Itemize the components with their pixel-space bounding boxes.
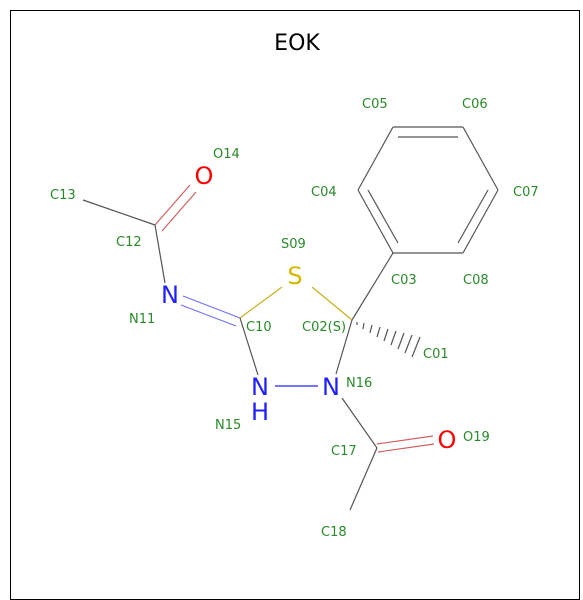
bond-c02-s09 — [311, 286, 353, 321]
label-c07: C07 — [513, 185, 539, 200]
label-n15: N15 — [215, 418, 241, 433]
label-n16: N16 — [346, 376, 372, 391]
molecule-diagram: EOK — [50, 31, 539, 540]
label-o14: O14 — [213, 147, 240, 162]
label-c10: C10 — [246, 320, 272, 335]
label-c18: C18 — [321, 525, 347, 540]
label-n11: N11 — [129, 312, 155, 327]
bond-c17-c18 — [349, 447, 378, 511]
bond-n16-c17 — [341, 397, 378, 449]
bond-c12-o14 — [154, 184, 191, 226]
label-c05: C05 — [362, 97, 388, 112]
bond-c10-n11-double — [180, 304, 237, 327]
label-c06: C06 — [462, 97, 488, 112]
label-c13: C13 — [50, 188, 76, 203]
hydrogen-atom-n15: H — [251, 398, 269, 426]
bond-c10-n15 — [239, 317, 259, 376]
bond-c17-o19-double — [377, 443, 435, 453]
nitrogen-atom-n16: N — [322, 373, 340, 401]
atom-labels: C01 C02(S) C03 C04 C05 C06 C07 C08 S09 C… — [50, 97, 539, 540]
label-c12: C12 — [116, 235, 142, 250]
bond-c03-c04-inner — [367, 189, 399, 244]
label-s09: S09 — [281, 237, 306, 252]
diagram-title: EOK — [274, 31, 320, 56]
diagram-frame — [10, 10, 580, 600]
bond-c03-c04 — [357, 189, 394, 254]
sulfur-atom: S — [287, 262, 302, 290]
label-c08: C08 — [463, 273, 489, 288]
bond-c12-o14-double — [161, 191, 197, 232]
bond-c06-c07 — [462, 126, 499, 191]
label-c02: C02(S) — [302, 320, 346, 335]
bond-n11-c12 — [154, 224, 166, 284]
bond-n16-c02 — [335, 319, 353, 375]
label-c17: C17 — [331, 444, 357, 459]
bonds — [82, 126, 499, 511]
label-c04: C04 — [311, 185, 337, 200]
label-o19: O19 — [463, 430, 490, 445]
bond-c07-c08-inner — [457, 189, 489, 244]
hashed-wedge-c02-c01 — [356, 322, 421, 358]
bond-c12-c13 — [82, 199, 156, 226]
nitrogen-atom-n15: N — [251, 373, 269, 401]
bond-c17-o19 — [376, 435, 434, 445]
bond-c04-c05 — [357, 126, 394, 191]
bond-c03-c02 — [351, 252, 394, 321]
bond-c10-n11 — [182, 295, 241, 319]
nitrogen-atom-n11: N — [161, 281, 179, 309]
label-c01: C01 — [423, 347, 449, 362]
label-c03: C03 — [391, 273, 417, 288]
bond-c07-c08 — [462, 189, 499, 254]
bond-s09-c10 — [239, 286, 283, 319]
oxygen-atom-o19: O — [438, 426, 457, 454]
oxygen-atom-o14: O — [195, 162, 214, 190]
